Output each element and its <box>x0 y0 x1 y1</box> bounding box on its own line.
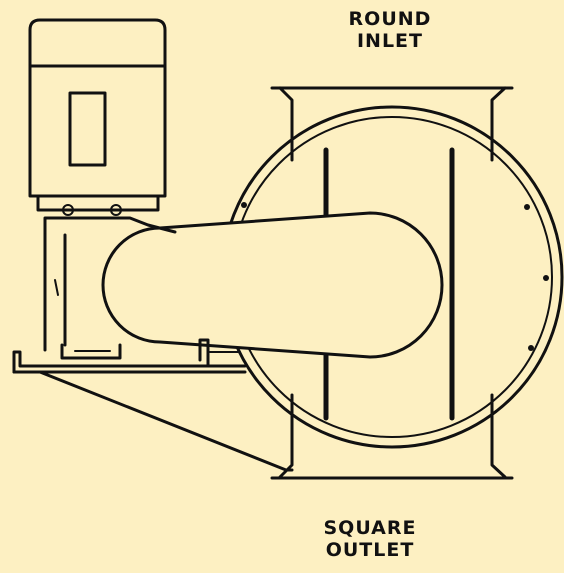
round-inlet-label-line1: ROUND <box>348 8 432 30</box>
motor <box>28 18 167 216</box>
nameplate-icon <box>68 91 107 167</box>
round-inlet <box>270 86 514 162</box>
bolt-icon <box>241 202 247 208</box>
square-outlet <box>270 393 514 480</box>
round-inlet-label: ROUND INLET <box>330 8 450 52</box>
drive-arm-cover <box>101 211 444 359</box>
mounting-base <box>12 338 294 472</box>
bolt-icon <box>543 275 549 281</box>
gear-reducer <box>43 216 177 360</box>
round-inlet-label-line2: INLET <box>356 30 424 52</box>
square-outlet-label: SQUARE OUTLET <box>315 517 425 561</box>
square-outlet-label-line2: OUTLET <box>325 539 415 561</box>
bolt-icon <box>524 204 530 210</box>
square-outlet-label-line1: SQUARE <box>323 517 417 539</box>
bolt-icon <box>528 345 534 351</box>
